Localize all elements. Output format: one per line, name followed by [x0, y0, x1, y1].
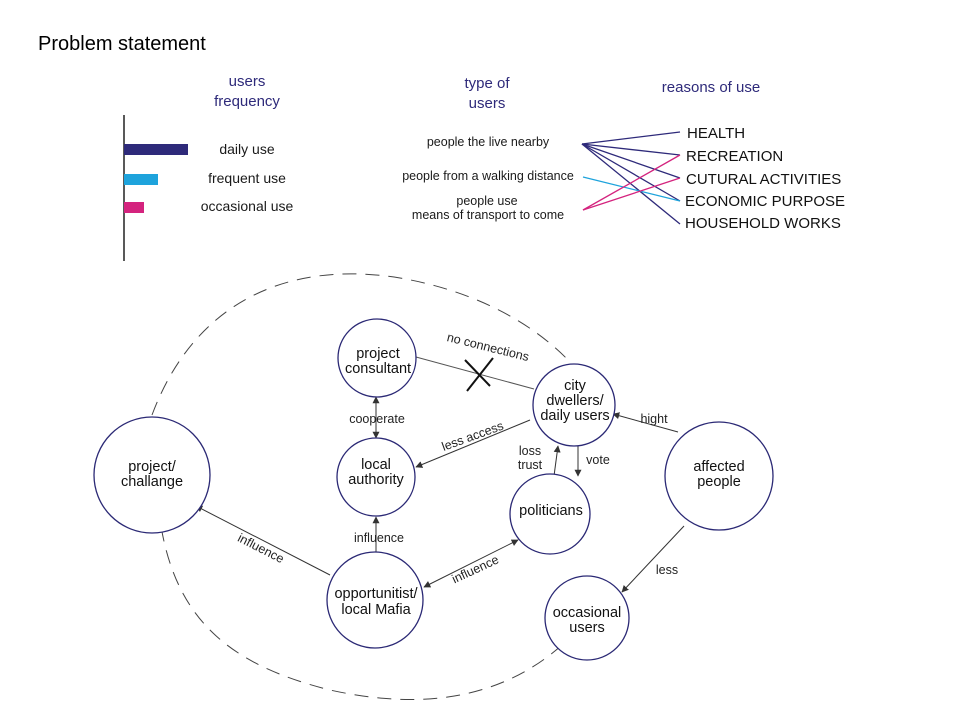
- node-opportunitist: opportunitist/ local Mafia: [326, 551, 424, 649]
- node-occasional-users-line-2: users: [569, 620, 604, 636]
- frequency-header-line-2: frequency: [214, 93, 280, 110]
- node-local-authority-line-1: local: [361, 457, 391, 473]
- reason-household: HOUSEHOLD WORKS: [685, 215, 841, 232]
- link-walking-economic: [582, 176, 681, 202]
- edge-label-influence-authority: influence: [354, 531, 404, 545]
- reasons-header: reasons of use: [662, 79, 760, 96]
- edge-label-hight: hight: [640, 412, 668, 426]
- user-type-nearby: people the live nearby: [427, 135, 550, 149]
- edge-label-no-connections: no connections: [445, 330, 530, 364]
- frequency-label-frequent: frequent use: [208, 170, 286, 186]
- reason-economic: ECONOMIC PURPOSE: [685, 193, 845, 210]
- node-project-consultant-line-1: project: [356, 346, 400, 362]
- frequency-chart: users frequency daily use frequent use o…: [123, 73, 294, 261]
- node-opportunitist-line-2: local Mafia: [341, 602, 411, 618]
- user-type-header-line-2: users: [469, 95, 506, 112]
- user-type-walking: people from a walking distance: [402, 169, 574, 183]
- node-occasional-users: occasional users: [544, 575, 630, 661]
- link-nearby-economic: [581, 143, 681, 202]
- node-opportunitist-line-1: opportunitist/: [334, 586, 418, 602]
- user-reason-links: [581, 131, 681, 225]
- user-type-header-line-1: type of: [464, 75, 510, 92]
- frequency-label-daily: daily use: [219, 141, 274, 157]
- user-type-transport-line-2: means of transport to come: [412, 208, 564, 222]
- edge-label-less-access: less access: [440, 419, 506, 454]
- node-politicians: politicians: [509, 473, 591, 555]
- node-local-authority-line-2: authority: [348, 472, 404, 488]
- node-affected-people-line-1: affected: [693, 459, 744, 475]
- edge-label-loss: loss: [519, 444, 541, 458]
- node-local-authority: local authority: [336, 437, 416, 517]
- node-affected-people: affected people: [664, 421, 774, 531]
- edge-influence-challange: [195, 505, 331, 576]
- link-nearby-recreation: [581, 143, 681, 156]
- node-occasional-users-line-1: occasional: [553, 605, 622, 621]
- node-affected-people-line-2: people: [697, 474, 741, 490]
- node-city-dwellers-line-2: dwellers/: [546, 393, 604, 409]
- node-project-challange-line-2: challange: [121, 474, 183, 490]
- link-nearby-cultural: [581, 143, 681, 179]
- node-city-dwellers-line-3: daily users: [540, 408, 609, 424]
- edge-label-less: less: [656, 563, 678, 577]
- frequency-bar-2: [124, 174, 158, 185]
- link-transport-recreation: [582, 154, 681, 211]
- boundary-dashed-curve: [151, 273, 571, 701]
- link-transport-cultural: [582, 177, 681, 211]
- stakeholder-network: no connections cooperate less access los…: [93, 273, 774, 701]
- node-project-consultant-line-2: consultant: [345, 361, 411, 377]
- edge-label-cooperate: cooperate: [349, 412, 405, 426]
- node-city-dwellers-line-1: city: [564, 378, 587, 394]
- frequency-header-line-1: users: [229, 73, 266, 90]
- edge-less-access: [415, 419, 531, 468]
- reason-recreation: RECREATION: [686, 148, 783, 165]
- frequency-label-occasional: occasional use: [201, 198, 294, 214]
- edge-consultant-dwellers: [415, 356, 535, 390]
- user-type-reasons: type of users reasons of use people the …: [402, 75, 845, 232]
- edge-label-influence-politicians: influence: [450, 552, 501, 586]
- edge-less: [621, 525, 685, 593]
- edge-hight: [612, 412, 679, 433]
- frequency-bar-1: [124, 144, 188, 155]
- node-city-dwellers: city dwellers/ daily users: [532, 363, 616, 447]
- link-nearby-household: [581, 143, 681, 225]
- page-title: Problem statement: [38, 33, 206, 55]
- node-project-challange-line-1: project/: [128, 459, 177, 475]
- edge-loss-trust: [553, 445, 561, 477]
- frequency-bar-3: [124, 202, 144, 213]
- no-connection-cross-a: [464, 359, 491, 387]
- user-type-transport-line-1: people use: [456, 194, 517, 208]
- reason-cultural: CUTURAL ACTIVITIES: [686, 171, 841, 188]
- reason-health: HEALTH: [687, 125, 745, 142]
- node-project-consultant: project consultant: [337, 318, 417, 398]
- edge-label-vote: vote: [586, 453, 610, 467]
- frequency-bars: [124, 144, 188, 213]
- no-connection-cross-b: [466, 357, 494, 392]
- link-nearby-health: [581, 131, 681, 145]
- edge-label-trust: trust: [518, 458, 543, 472]
- node-politicians-line-1: politicians: [519, 503, 583, 519]
- node-project-challange: project/ challange: [93, 416, 211, 534]
- edge-influence-politicians: [423, 539, 519, 588]
